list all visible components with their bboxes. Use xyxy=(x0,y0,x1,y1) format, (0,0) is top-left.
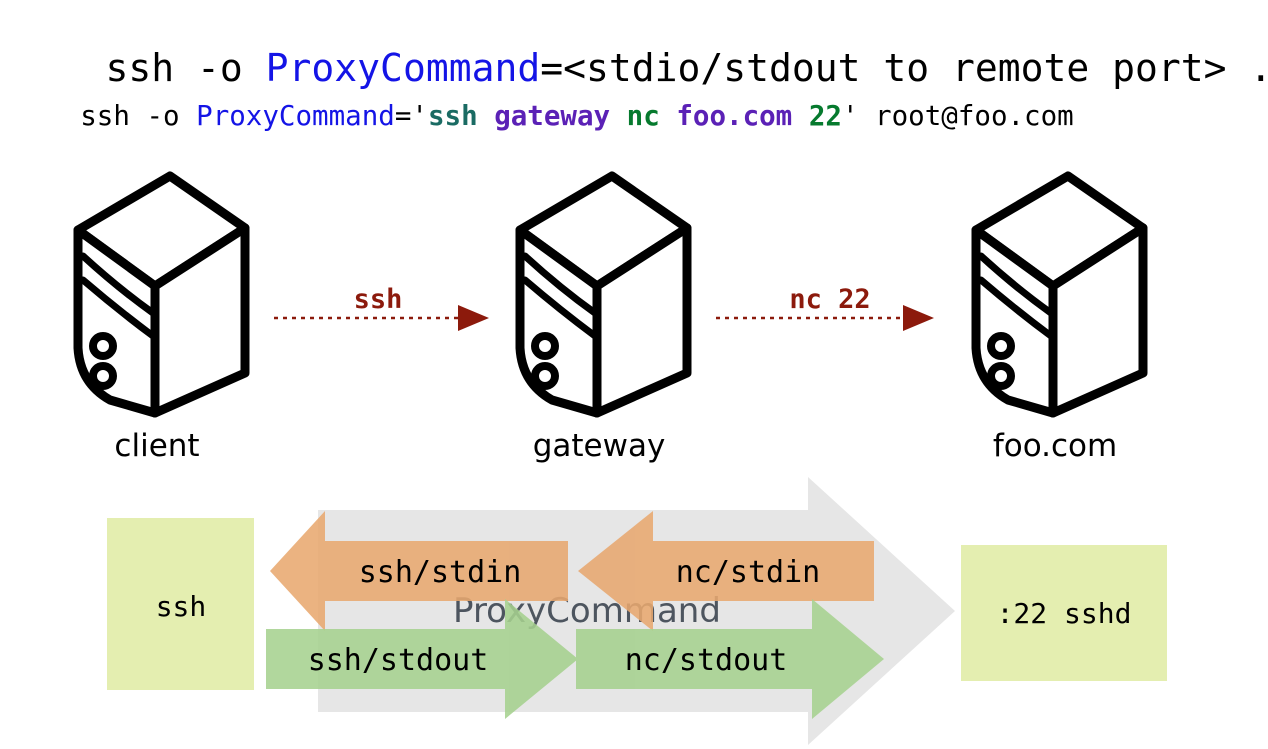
example-token-foo-com: foo.com xyxy=(676,100,793,132)
arrowhead-icon xyxy=(458,305,489,331)
server-tower-icon xyxy=(520,176,687,413)
flow-box-sshd-rect xyxy=(961,545,1167,681)
flow-box-ssh-rect xyxy=(107,518,254,690)
stdin-label-ssh: ssh/stdin xyxy=(359,555,522,590)
stdout-arrow-group xyxy=(266,599,884,719)
stdout-arrow-nc xyxy=(576,599,884,719)
example-token-gateway: gateway xyxy=(494,100,611,132)
command-example-line: ssh -o ProxyCommand='ssh gateway nc foo.… xyxy=(14,68,1074,164)
command-title-line: ssh -o ProxyCommand=<stdio/stdout to rem… xyxy=(14,2,1268,134)
flow-box-sshd-label: :22 sshd xyxy=(997,597,1132,630)
example-token-proxycommand: ProxyCommand xyxy=(196,100,395,132)
stdin-arrow-nc xyxy=(578,511,874,631)
example-token-port-22: 22 xyxy=(808,100,842,132)
host-label-client: client xyxy=(114,428,199,464)
stdout-arrow-ssh xyxy=(266,599,578,719)
connection-label-nc-22: nc 22 xyxy=(789,284,870,315)
example-token-nc: nc xyxy=(626,100,660,132)
title-token-prefix: ssh -o xyxy=(105,46,266,90)
host-gateway: gateway xyxy=(520,176,687,464)
title-token-proxycommand: ProxyCommand xyxy=(265,46,541,90)
flow-box-sshd: :22 sshd xyxy=(961,545,1167,681)
stdin-arrow-ssh xyxy=(270,511,568,631)
example-token-tail: ' root@foo.com xyxy=(841,100,1074,132)
stdout-label-ssh: ssh/stdout xyxy=(308,643,489,678)
example-token-ssh: ssh xyxy=(427,100,478,132)
arrowhead-icon xyxy=(903,305,934,331)
server-tower-icon xyxy=(78,176,245,413)
stdin-arrow-group xyxy=(270,511,874,631)
host-label-foo-com: foo.com xyxy=(993,428,1117,464)
connection-gateway-to-foo: nc 22 xyxy=(716,284,934,331)
host-client: client xyxy=(78,176,245,464)
connection-label-ssh: ssh xyxy=(354,284,403,315)
flow-box-ssh-label: ssh xyxy=(156,590,207,623)
title-token-suffix: =<stdio/stdout to remote port> ... xyxy=(540,46,1268,90)
stdin-label-nc: nc/stdin xyxy=(676,555,821,590)
flow-box-ssh: ssh xyxy=(107,518,254,690)
host-label-gateway: gateway xyxy=(533,428,666,464)
example-token-ssh-o: ssh -o xyxy=(80,100,197,132)
stdout-label-nc: nc/stdout xyxy=(625,643,788,678)
host-foo-com: foo.com xyxy=(976,176,1143,464)
example-token-equals-quote: =' xyxy=(394,100,428,132)
server-tower-icon xyxy=(976,176,1143,413)
connection-client-to-gateway: ssh xyxy=(274,284,489,331)
